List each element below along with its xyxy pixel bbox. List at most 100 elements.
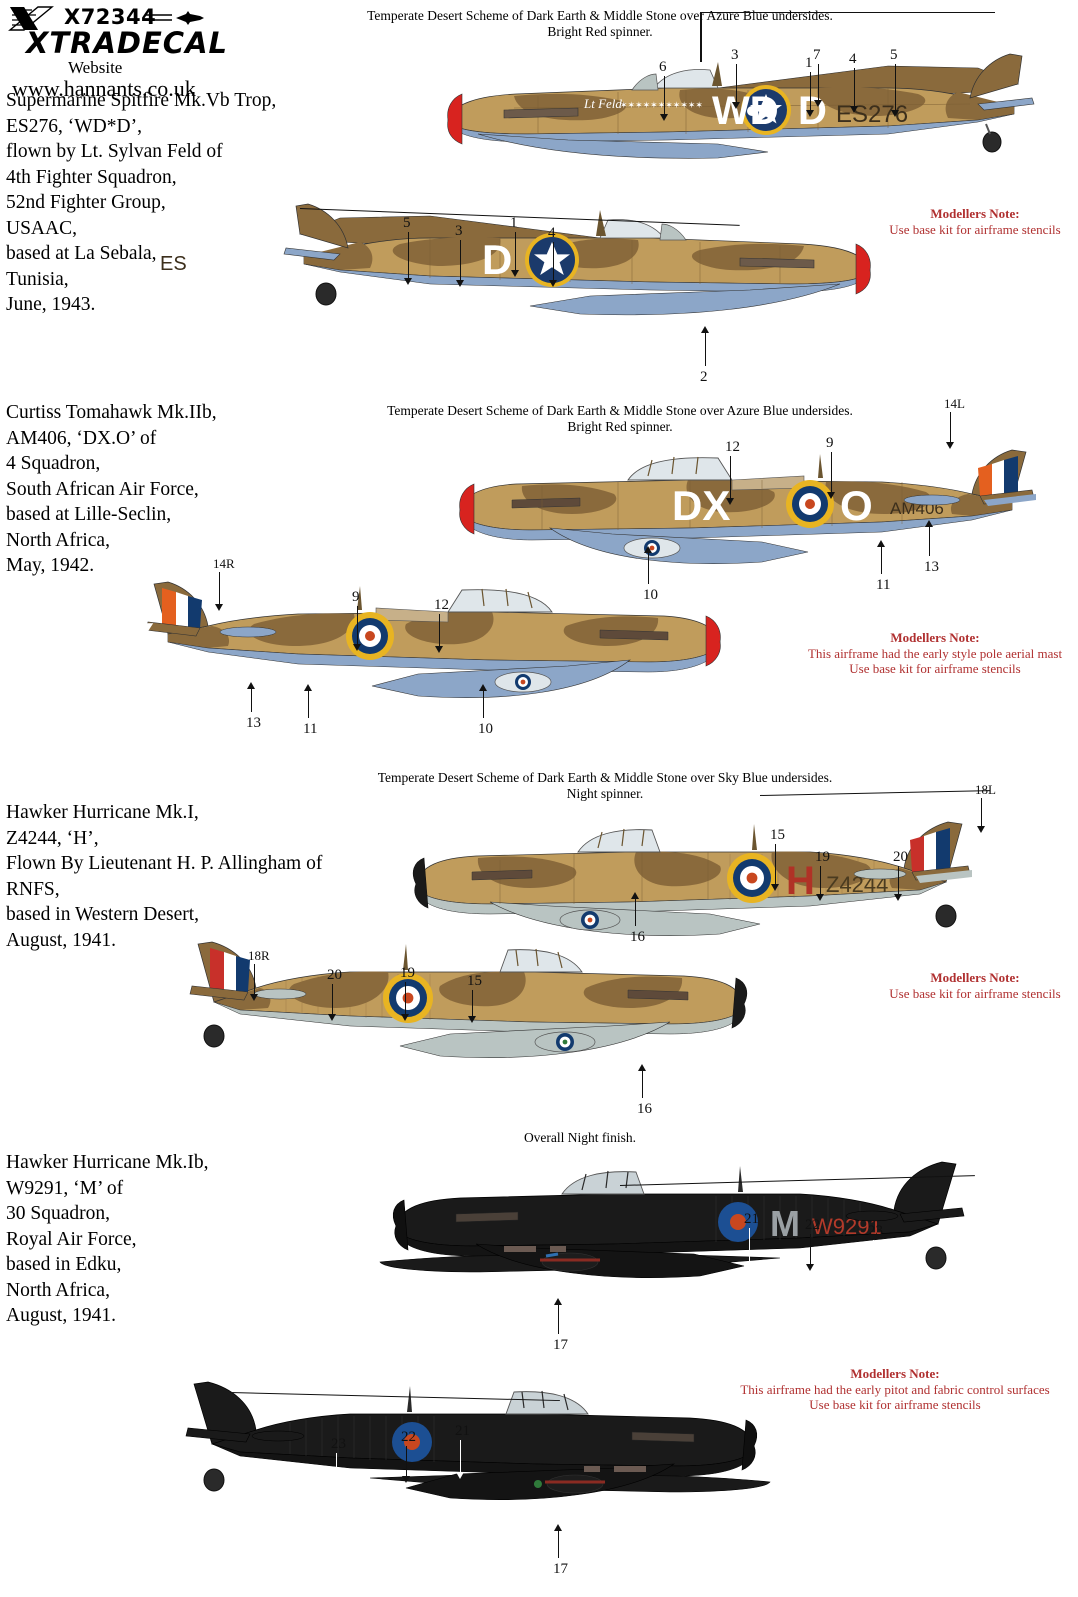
- desc-line: W9291, ‘M’ of: [6, 1177, 124, 1199]
- desc-line: ES276, ‘WD*D’,: [6, 115, 142, 137]
- callout-16: 16: [630, 929, 645, 945]
- website-label: Website: [68, 58, 123, 77]
- callout-3: 3: [731, 47, 739, 63]
- callout-5b: 5: [403, 215, 411, 231]
- callout-23b: 23: [331, 1436, 346, 1452]
- hurricane2-code: M: [770, 1203, 800, 1244]
- callout-16b: 16: [637, 1101, 652, 1117]
- callout-5: 5: [890, 47, 898, 63]
- desc-line: August, 1941.: [6, 1305, 116, 1326]
- spitfire-nose-art: Lt Feld: [583, 96, 622, 111]
- callout-22b: 22: [401, 1429, 416, 1445]
- desc-line: June, 1943.: [6, 294, 96, 315]
- desc-line: flown by Lt. Sylvan Feld of: [6, 141, 223, 162]
- callout-15: 15: [770, 827, 785, 843]
- desc-line: based at Lille-Seclin,: [6, 504, 172, 525]
- callout-1b: 1: [510, 215, 518, 231]
- desc-line: RNFS,: [6, 878, 60, 900]
- callout-7: 7: [813, 47, 821, 63]
- aircraft-description-tomahawk: Curtiss Tomahawk Mk.IIb, AM406, ‘DX.O’ o…: [6, 400, 217, 579]
- callout-4b: 4: [548, 225, 556, 241]
- callout-18L: 18L: [975, 782, 996, 797]
- callout-11: 11: [876, 577, 891, 593]
- scheme-line: Bright Red spinner.: [567, 419, 673, 434]
- desc-line: Flown By Lieutenant H. P. Allingham of: [6, 853, 323, 874]
- tomahawk-starboard-profile: DX O AM406: [432, 448, 1036, 578]
- callout-17: 17: [553, 1337, 568, 1353]
- scheme-line: Overall Night finish.: [523, 1130, 637, 1145]
- desc-line: Curtiss Tomahawk Mk.IIb,: [6, 402, 217, 423]
- modellers-note-title: Modellers Note:: [930, 970, 1020, 985]
- modellers-note-tomahawk: Modellers Note: This airframe had the ea…: [790, 630, 1078, 677]
- desc-line: Hawker Hurricane Mk.I,: [6, 802, 199, 823]
- desc-line: Tunisia,: [6, 268, 69, 290]
- modellers-note-hurricane1: Modellers Note: Use base kit for airfram…: [880, 970, 1070, 1001]
- scheme-note-hurricane2: Overall Night finish.: [440, 1130, 720, 1146]
- callout-15b: 15: [467, 973, 482, 989]
- website-url: www.hannants.co.uk: [12, 76, 196, 101]
- hurricane1-port-profile: H Z4244: [180, 940, 780, 1070]
- desc-line: August, 1941.: [6, 929, 116, 951]
- callout-2: 2: [700, 369, 708, 385]
- callout-4: 4: [849, 51, 857, 67]
- modellers-note-title: Modellers Note:: [850, 1366, 940, 1381]
- hurricane2-starboard-profile: M W9291: [360, 1160, 980, 1310]
- tomahawk-code-left: DX: [672, 482, 730, 529]
- aircraft-description-hurricane1: Hawker Hurricane Mk.I, Z4244, ‘H’, Flown…: [6, 800, 322, 953]
- callout-6: 6: [659, 59, 667, 75]
- desc-line: based at La Sebala,: [6, 243, 157, 264]
- callout-13: 13: [924, 559, 939, 575]
- callout-23: 23: [868, 1223, 883, 1239]
- tomahawk-port-profile: DX O AM406: [96, 580, 748, 710]
- callout-12b: 12: [434, 597, 449, 613]
- desc-line: based in Edku,: [6, 1254, 122, 1275]
- callout-14L: 14L: [944, 396, 965, 411]
- scheme-note-tomahawk: Temperate Desert Scheme of Dark Earth & …: [370, 403, 870, 435]
- modellers-note-line: This airframe had the early pitot and fa…: [740, 1381, 1050, 1397]
- modellers-note-title: Modellers Note:: [890, 630, 980, 645]
- brand-header: X72344 XTRADECAL Website www.hannants.co…: [8, 4, 338, 101]
- scheme-line: Bright Red spinner.: [547, 24, 653, 39]
- svg-text:WD: WD: [204, 236, 274, 283]
- jet-silhouette-icon: [146, 11, 204, 25]
- aircraft-description-hurricane2: Hawker Hurricane Mk.Ib, W9291, ‘M’ of 30…: [6, 1150, 209, 1329]
- desc-line: Royal Air Force,: [6, 1228, 137, 1250]
- hurricane2-port-profile: M W9291: [170, 1380, 790, 1530]
- callout-17b: 17: [553, 1561, 568, 1577]
- callout-14R: 14R: [213, 556, 235, 571]
- callout-20b: 20: [327, 967, 342, 983]
- desc-line: 52nd Fighter Group,: [6, 192, 166, 213]
- svg-text:D: D: [482, 236, 512, 283]
- desc-line: Hawker Hurricane Mk.Ib,: [6, 1152, 209, 1173]
- desc-line: Supermarine Spitfire Mk.Vb Trop,: [6, 90, 277, 111]
- modellers-note-title: Modellers Note:: [930, 206, 1020, 221]
- modellers-note-line: Use base kit for airframe stencils: [889, 985, 1061, 1001]
- callout-3b: 3: [455, 223, 463, 239]
- spitfire-port-profile: WD D ES: [160, 198, 900, 348]
- callout-1: 1: [805, 55, 813, 71]
- callout-9b: 9: [352, 589, 360, 605]
- desc-line: North Africa,: [6, 529, 110, 551]
- aircraft-description-spitfire: Supermarine Spitfire Mk.Vb Trop, ES276, …: [6, 88, 276, 318]
- callout-11b: 11: [303, 721, 318, 737]
- scheme-note-spitfire: Temperate Desert Scheme of Dark Earth & …: [350, 8, 850, 40]
- x-logo-icon: [8, 6, 54, 31]
- spitfire-code-left: WD: [712, 89, 779, 133]
- modellers-note-line: Use base kit for airframe stencils: [889, 221, 1061, 237]
- callout-21: 21: [744, 1211, 759, 1227]
- desc-line: South African Air Force,: [6, 478, 199, 500]
- callout-13b: 13: [246, 715, 261, 731]
- hurricane1-code: H: [786, 859, 815, 903]
- desc-line: May, 1942.: [6, 555, 95, 576]
- modellers-note-line: Use base kit for airframe stencils: [849, 661, 1021, 676]
- desc-line: Z4244, ‘H’,: [6, 827, 99, 849]
- modellers-note-line: Use base kit for airframe stencils: [809, 1397, 981, 1412]
- hurricane1-starboard-profile: H Z4244: [380, 820, 980, 950]
- callout-20: 20: [893, 849, 908, 865]
- callout-22: 22: [805, 1217, 820, 1233]
- scheme-note-hurricane1: Temperate Desert Scheme of Dark Earth & …: [355, 770, 855, 802]
- spitfire-starboard-profile: WD D ES276 Lt Feld ✶✶✶✶✶✶✶✶✶✶✶: [418, 48, 1038, 188]
- desc-line: based in Western Desert,: [6, 904, 200, 925]
- svg-text:ES: ES: [160, 253, 187, 275]
